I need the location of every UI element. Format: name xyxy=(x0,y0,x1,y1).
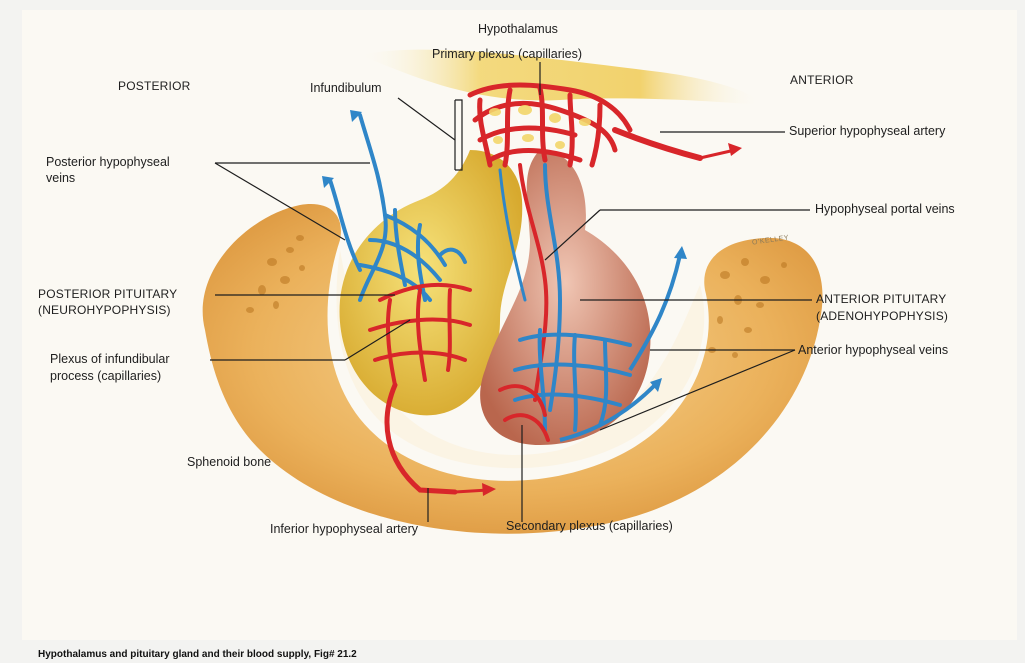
superior-artery-arrow xyxy=(700,150,735,158)
label-portal-veins: Hypophyseal portal veins xyxy=(815,202,955,217)
label-infundibulum: Infundibulum xyxy=(310,81,382,96)
label-infundibular-plexus-2: process (capillaries) xyxy=(50,369,161,384)
figure-caption: Hypothalamus and pituitary gland and the… xyxy=(38,649,357,660)
label-hypothalamus: Hypothalamus xyxy=(478,22,558,37)
label-sphenoid-bone: Sphenoid bone xyxy=(187,455,271,470)
label-anterior: ANTERIOR xyxy=(790,73,854,88)
label-secondary-plexus: Secondary plexus (capillaries) xyxy=(506,519,673,534)
label-posterior-veins-2: veins xyxy=(46,171,75,186)
label-inferior-artery: Inferior hypophyseal artery xyxy=(270,522,418,537)
label-anterior-pituitary-2: (ADENOHYPOPHYSIS) xyxy=(816,309,948,324)
label-anterior-pituitary-1: ANTERIOR PITUITARY xyxy=(816,292,947,307)
label-posterior-pituitary-1: POSTERIOR PITUITARY xyxy=(38,287,177,302)
label-primary-plexus: Primary plexus (capillaries) xyxy=(432,47,582,62)
superior-artery-arrowhead xyxy=(728,143,742,156)
label-posterior-pituitary-2: (NEUROHYPOPHYSIS) xyxy=(38,303,171,318)
label-infundibular-plexus-1: Plexus of infundibular xyxy=(50,352,170,367)
label-posterior-veins-1: Posterior hypophyseal xyxy=(46,155,170,170)
label-superior-artery: Superior hypophyseal artery xyxy=(789,124,945,139)
anterior-vein-arrowhead-1 xyxy=(674,246,687,259)
label-posterior: POSTERIOR xyxy=(118,79,190,94)
label-anterior-veins: Anterior hypophyseal veins xyxy=(798,343,948,358)
